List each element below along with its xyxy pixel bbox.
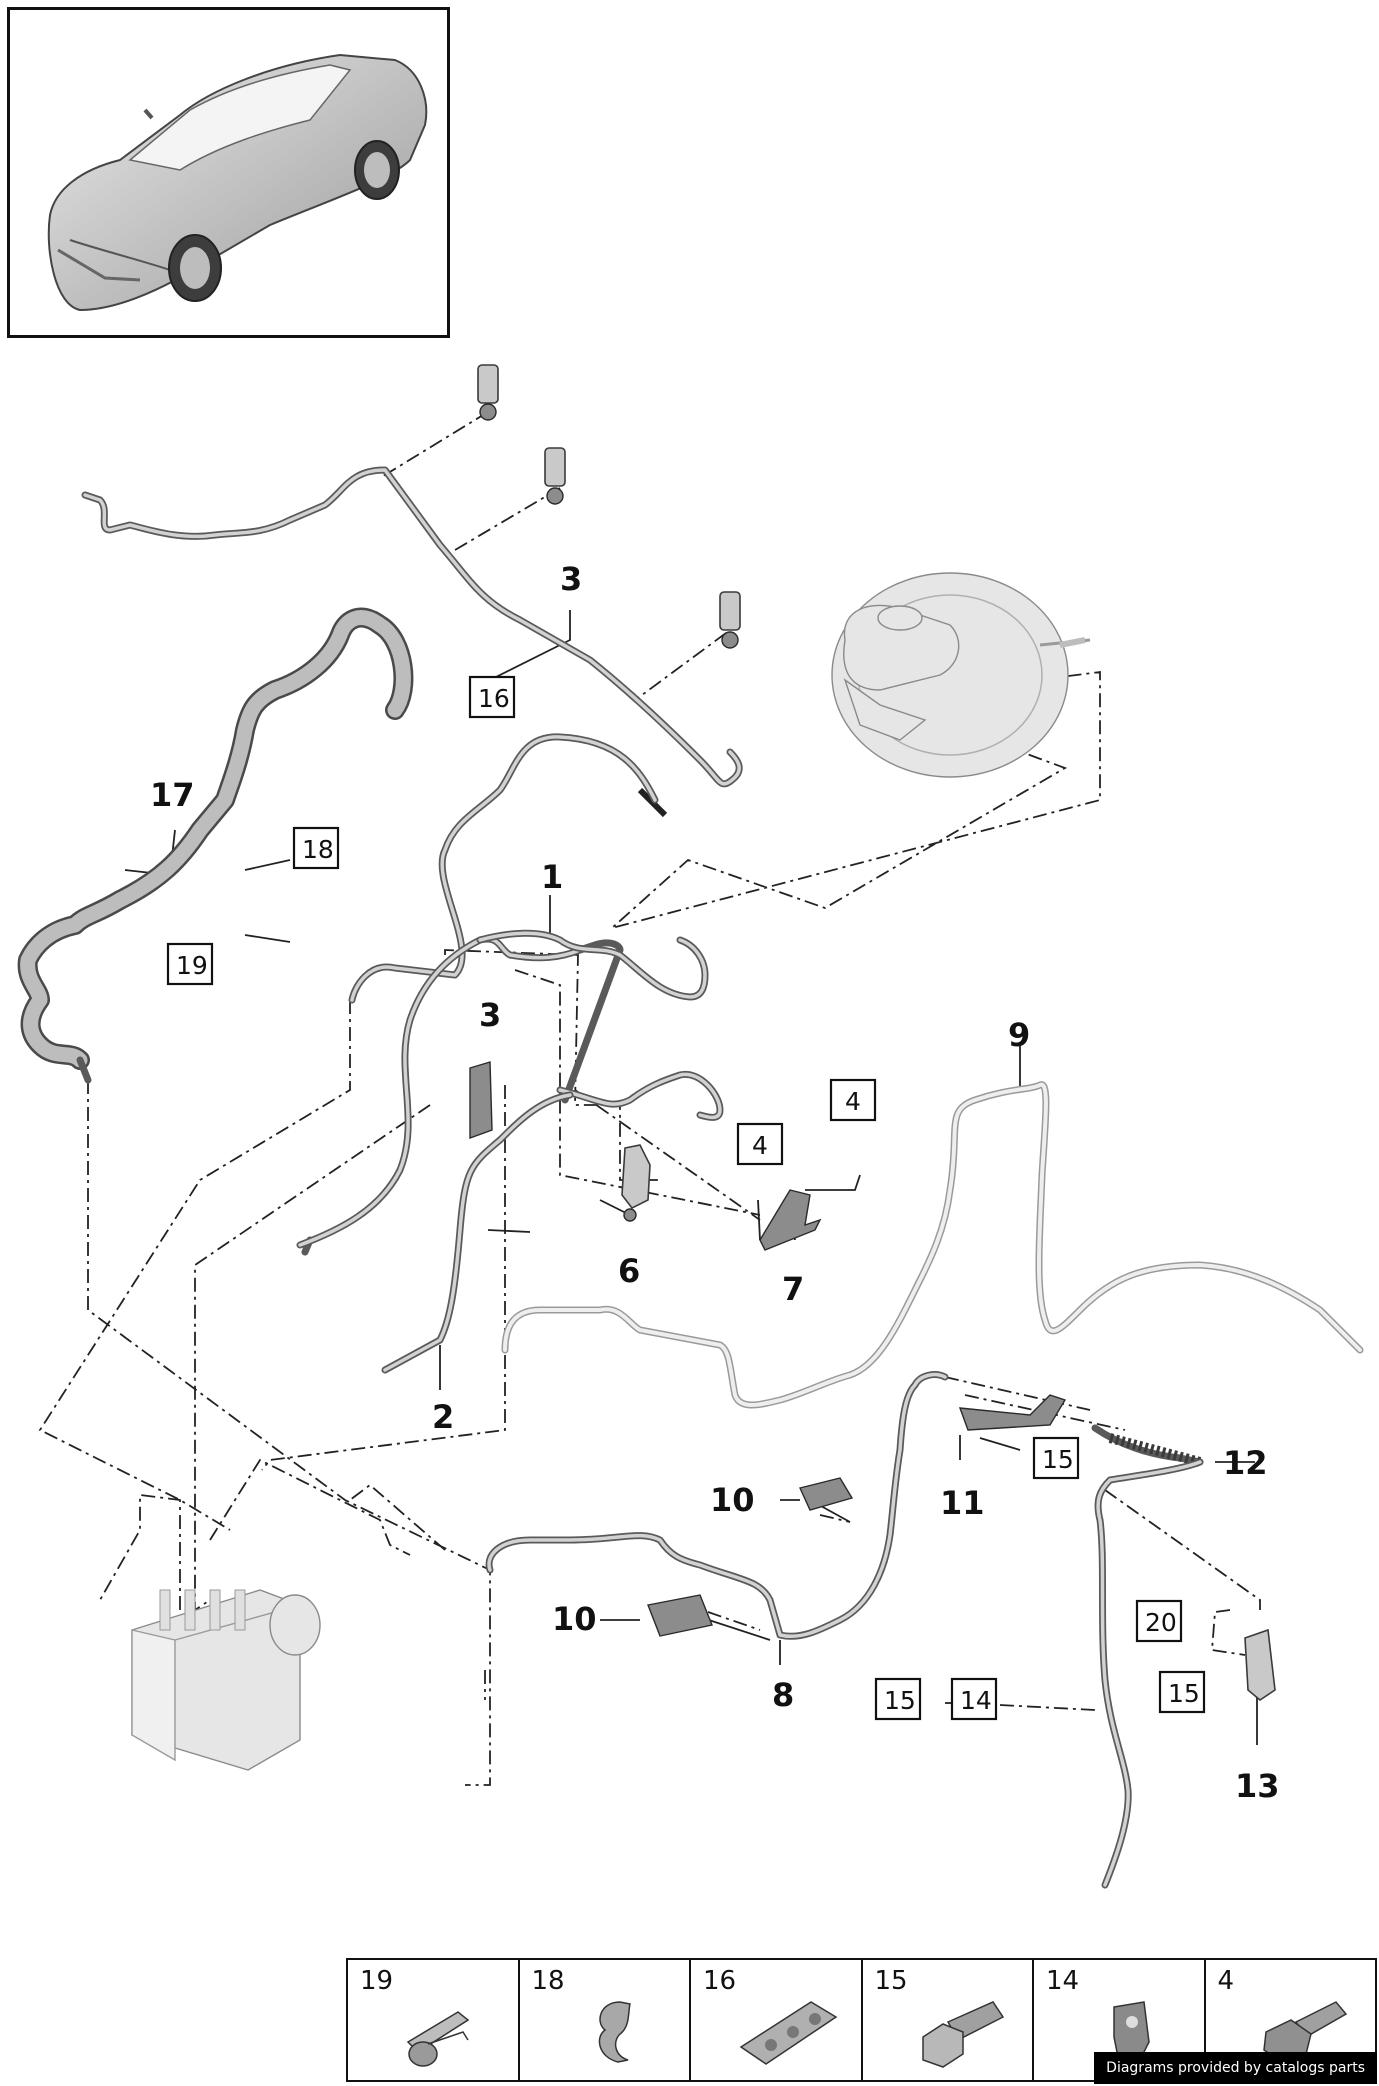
svg-text:18: 18 xyxy=(302,835,334,864)
ref-box-14: 14 xyxy=(950,1677,998,1721)
ref-box-20: 20 xyxy=(1135,1599,1183,1643)
svg-text:15: 15 xyxy=(884,1686,916,1715)
svg-text:19: 19 xyxy=(176,951,208,980)
callout-5: 3 xyxy=(560,560,582,598)
svg-text:16: 16 xyxy=(478,684,510,713)
brake-pipes xyxy=(17,466,1364,1889)
clip-6-icon xyxy=(621,1144,651,1222)
ref-box-19: 19 xyxy=(166,942,214,986)
ref-box-18: 18 xyxy=(292,826,340,870)
svg-text:15: 15 xyxy=(1168,1679,1200,1708)
ref-box-4a: 4 xyxy=(829,1078,877,1122)
pipe-holder-icon xyxy=(739,2001,838,2065)
callout-6: 6 xyxy=(618,1252,640,1290)
ref-box-15b: 15 xyxy=(1158,1670,1206,1714)
callout-17: 17 xyxy=(150,776,195,814)
callout-12: 12 xyxy=(1223,1444,1268,1482)
legend-cell-19: 19 xyxy=(348,1960,520,2080)
car-icon xyxy=(47,53,428,312)
legend-cell-18: 18 xyxy=(520,1960,691,2080)
vehicle-thumbnail xyxy=(7,7,450,338)
svg-text:4: 4 xyxy=(752,1131,768,1160)
pipe-clip-icon xyxy=(719,591,741,649)
abs-unit xyxy=(131,1589,321,1771)
pipe-clip-icon xyxy=(477,364,499,421)
callout-11: 11 xyxy=(940,1484,985,1522)
legend-cell-14: 14 xyxy=(1034,1960,1206,2080)
pipe-clip-icon xyxy=(544,447,566,505)
bracket-13-icon xyxy=(1244,1628,1276,1701)
callout-8: 8 xyxy=(772,1676,794,1714)
legend-number: 16 xyxy=(703,1966,737,1996)
legend-number: 14 xyxy=(1046,1966,1080,1996)
legend-number: 18 xyxy=(531,1966,565,1996)
svg-text:14: 14 xyxy=(960,1686,992,1715)
brake-booster xyxy=(831,572,1091,778)
legend-number: 4 xyxy=(1217,1966,1235,1996)
svg-text:15: 15 xyxy=(1042,1445,1074,1474)
clip-icon xyxy=(406,2011,470,2067)
dash-leaders xyxy=(38,411,1261,1786)
ref-box-4b: 4 xyxy=(736,1122,784,1166)
legend-number: 19 xyxy=(360,1966,394,1996)
bracket-11-icon xyxy=(958,1394,1067,1431)
flange-bolt-icon xyxy=(1262,2001,1347,2063)
ref-box-16: 16 xyxy=(468,675,516,719)
svg-text:20: 20 xyxy=(1145,1608,1177,1637)
pipe-holder-10a-icon xyxy=(799,1477,854,1511)
legend-number: 15 xyxy=(874,1966,908,1996)
callout-3: 3 xyxy=(479,996,501,1034)
callout-1: 1 xyxy=(541,858,563,896)
small-parts xyxy=(469,364,1276,1701)
callout-leaders xyxy=(124,610,1258,1745)
ref-box-15a: 15 xyxy=(1032,1436,1080,1480)
callout-9: 9 xyxy=(1008,1016,1030,1054)
bracket-7-icon xyxy=(759,1189,822,1251)
callout-2: 2 xyxy=(432,1398,454,1436)
legend-cell-15: 15 xyxy=(863,1960,1034,2080)
hex-bolt-icon xyxy=(921,2001,1004,2068)
callout-10b: 10 xyxy=(552,1600,597,1638)
boxed-refs: 16 18 19 4 4 15 20 15 xyxy=(166,675,1206,1721)
ref-box-15c: 15 xyxy=(874,1677,922,1721)
callout-10a: 10 xyxy=(710,1481,755,1519)
legend-cell-4: 4 xyxy=(1206,1960,1376,2080)
legend-cell-16: 16 xyxy=(691,1960,863,2080)
credit-banner: Diagrams provided by catalogs parts xyxy=(1094,2052,1377,2084)
callouts: 3 17 1 3 9 6 7 2 12 10 11 10 8 13 xyxy=(150,560,1280,1805)
callout-7: 7 xyxy=(782,1270,804,1308)
svg-text:4: 4 xyxy=(845,1087,861,1116)
pipe-clamp-icon xyxy=(598,2001,631,2063)
callout-13: 13 xyxy=(1235,1767,1280,1805)
bracket-3-icon xyxy=(469,1061,493,1139)
pipe-holder-10b-icon xyxy=(647,1594,713,1637)
